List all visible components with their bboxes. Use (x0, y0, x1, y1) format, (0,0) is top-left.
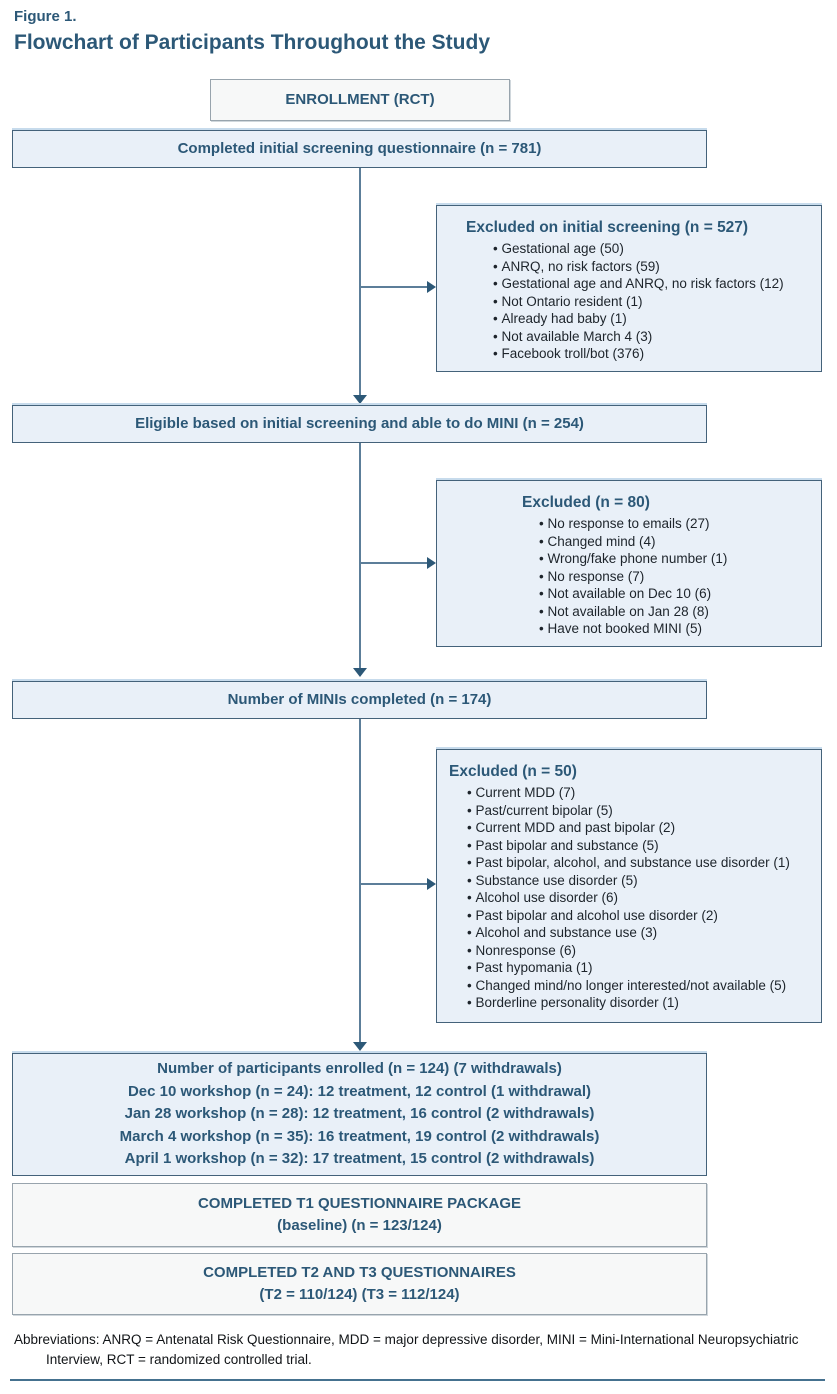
flow-line-3 (359, 719, 361, 1042)
list-item: Wrong/fake phone number (1) (539, 550, 821, 568)
excluded-initial-screening-box: Excluded on initial screening (n = 527) … (436, 205, 822, 372)
list-item: Not available on Jan 28 (8) (539, 603, 821, 621)
figure-title: Flowchart of Participants Throughout the… (14, 31, 490, 54)
arrow-down-icon (353, 1042, 367, 1051)
arrow-right-icon (427, 281, 436, 293)
list-item: Changed mind (4) (539, 533, 821, 551)
minis-completed-box: Number of MINIs completed (n = 174) (12, 681, 707, 719)
list-item: Not available March 4 (3) (493, 328, 821, 346)
figure-number-label: Figure 1. (14, 8, 77, 25)
list-item: Gestational age (50) (493, 240, 821, 258)
participants-enrolled-box: Number of participants enrolled (n = 124… (12, 1053, 707, 1176)
list-item: Facebook troll/bot (376) (493, 345, 821, 363)
list-item: Changed mind/no longer interested/not av… (467, 977, 821, 995)
list-item: Not Ontario resident (1) (493, 293, 821, 311)
list-item: No response to emails (27) (539, 515, 821, 533)
arrow-down-icon (353, 668, 367, 677)
enrollment-box: ENROLLMENT (RCT) (210, 79, 510, 121)
excluded-2-list: No response to emails (27) Changed mind … (437, 515, 821, 638)
flow-line-2 (359, 443, 361, 668)
excluded-3-list: Current MDD (7) Past/current bipolar (5)… (437, 784, 821, 1012)
list-item: Not available on Dec 10 (6) (539, 585, 821, 603)
list-item: Past bipolar, alcohol, and substance use… (467, 854, 821, 872)
excluded-1-title: Excluded on initial screening (n = 527) (466, 219, 749, 236)
excluded-3-title: Excluded (n = 50) (449, 763, 577, 780)
t2-line-1: COMPLETED T2 AND T3 QUESTIONNAIRES (203, 1264, 516, 1281)
list-item: Substance use disorder (5) (467, 872, 821, 890)
list-item: ANRQ, no risk factors (59) (493, 258, 821, 276)
enrolled-line: Dec 10 workshop (n = 24): 12 treatment, … (127, 1082, 592, 1100)
enrolled-line: Jan 28 workshop (n = 28): 12 treatment, … (124, 1105, 595, 1123)
excluded-diagnosis-box: Excluded (n = 50) Current MDD (7) Past/c… (436, 749, 822, 1023)
enrollment-label: ENROLLMENT (RCT) (285, 91, 435, 108)
list-item: Past bipolar and alcohol use disorder (2… (467, 907, 821, 925)
minis-completed-label: Number of MINIs completed (n = 174) (227, 691, 492, 708)
excluded-2-title: Excluded (n = 80) (522, 494, 650, 511)
t2-line-2: (T2 = 110/124) (T3 = 112/124) (259, 1286, 460, 1303)
excluded-1-list: Gestational age (50) ANRQ, no risk facto… (437, 240, 821, 363)
abbreviations-footnote: Abbreviations: ANRQ = Antenatal Risk Que… (14, 1332, 799, 1367)
list-item: Nonresponse (6) (467, 942, 821, 960)
list-item: Past bipolar and substance (5) (467, 837, 821, 855)
list-item: Have not booked MINI (5) (539, 620, 821, 638)
enrolled-line: Number of participants enrolled (n = 124… (157, 1060, 562, 1078)
list-item: Current MDD and past bipolar (2) (467, 819, 821, 837)
list-item: Borderline personality disorder (1) (467, 994, 821, 1012)
list-item: Already had baby (1) (493, 310, 821, 328)
list-item: Past hypomania (1) (467, 959, 821, 977)
list-item: Past/current bipolar (5) (467, 802, 821, 820)
t1-line-1: COMPLETED T1 QUESTIONNAIRE PACKAGE (197, 1195, 522, 1212)
list-item: Alcohol use disorder (6) (467, 889, 821, 907)
list-item: Gestational age and ANRQ, no risk factor… (493, 275, 821, 293)
t2-t3-questionnaire-box: COMPLETED T2 AND T3 QUESTIONNAIRES (T2 =… (12, 1253, 707, 1315)
excluded-mini-box: Excluded (n = 80) No response to emails … (436, 480, 822, 647)
t1-line-2: (baseline) (n = 123/124) (277, 1217, 442, 1234)
screening-box: Completed initial screening questionnair… (12, 130, 707, 168)
t1-questionnaire-box: COMPLETED T1 QUESTIONNAIRE PACKAGE (base… (12, 1183, 707, 1247)
bottom-divider (10, 1379, 825, 1381)
screening-label: Completed initial screening questionnair… (177, 140, 542, 157)
branch-line-1 (359, 286, 427, 288)
arrow-right-icon (427, 557, 436, 569)
arrow-down-icon (353, 395, 367, 404)
enrolled-line: March 4 workshop (n = 35): 16 treatment,… (119, 1127, 600, 1145)
arrow-right-icon (427, 878, 436, 890)
list-item: Alcohol and substance use (3) (467, 924, 821, 942)
eligible-label: Eligible based on initial screening and … (135, 415, 584, 432)
branch-line-3 (359, 883, 427, 885)
enrolled-line: April 1 workshop (n = 32): 17 treatment,… (124, 1150, 595, 1168)
list-item: Current MDD (7) (467, 784, 821, 802)
branch-line-2 (359, 562, 427, 564)
eligible-box: Eligible based on initial screening and … (12, 405, 707, 443)
list-item: No response (7) (539, 568, 821, 586)
flow-line-1 (359, 168, 361, 395)
